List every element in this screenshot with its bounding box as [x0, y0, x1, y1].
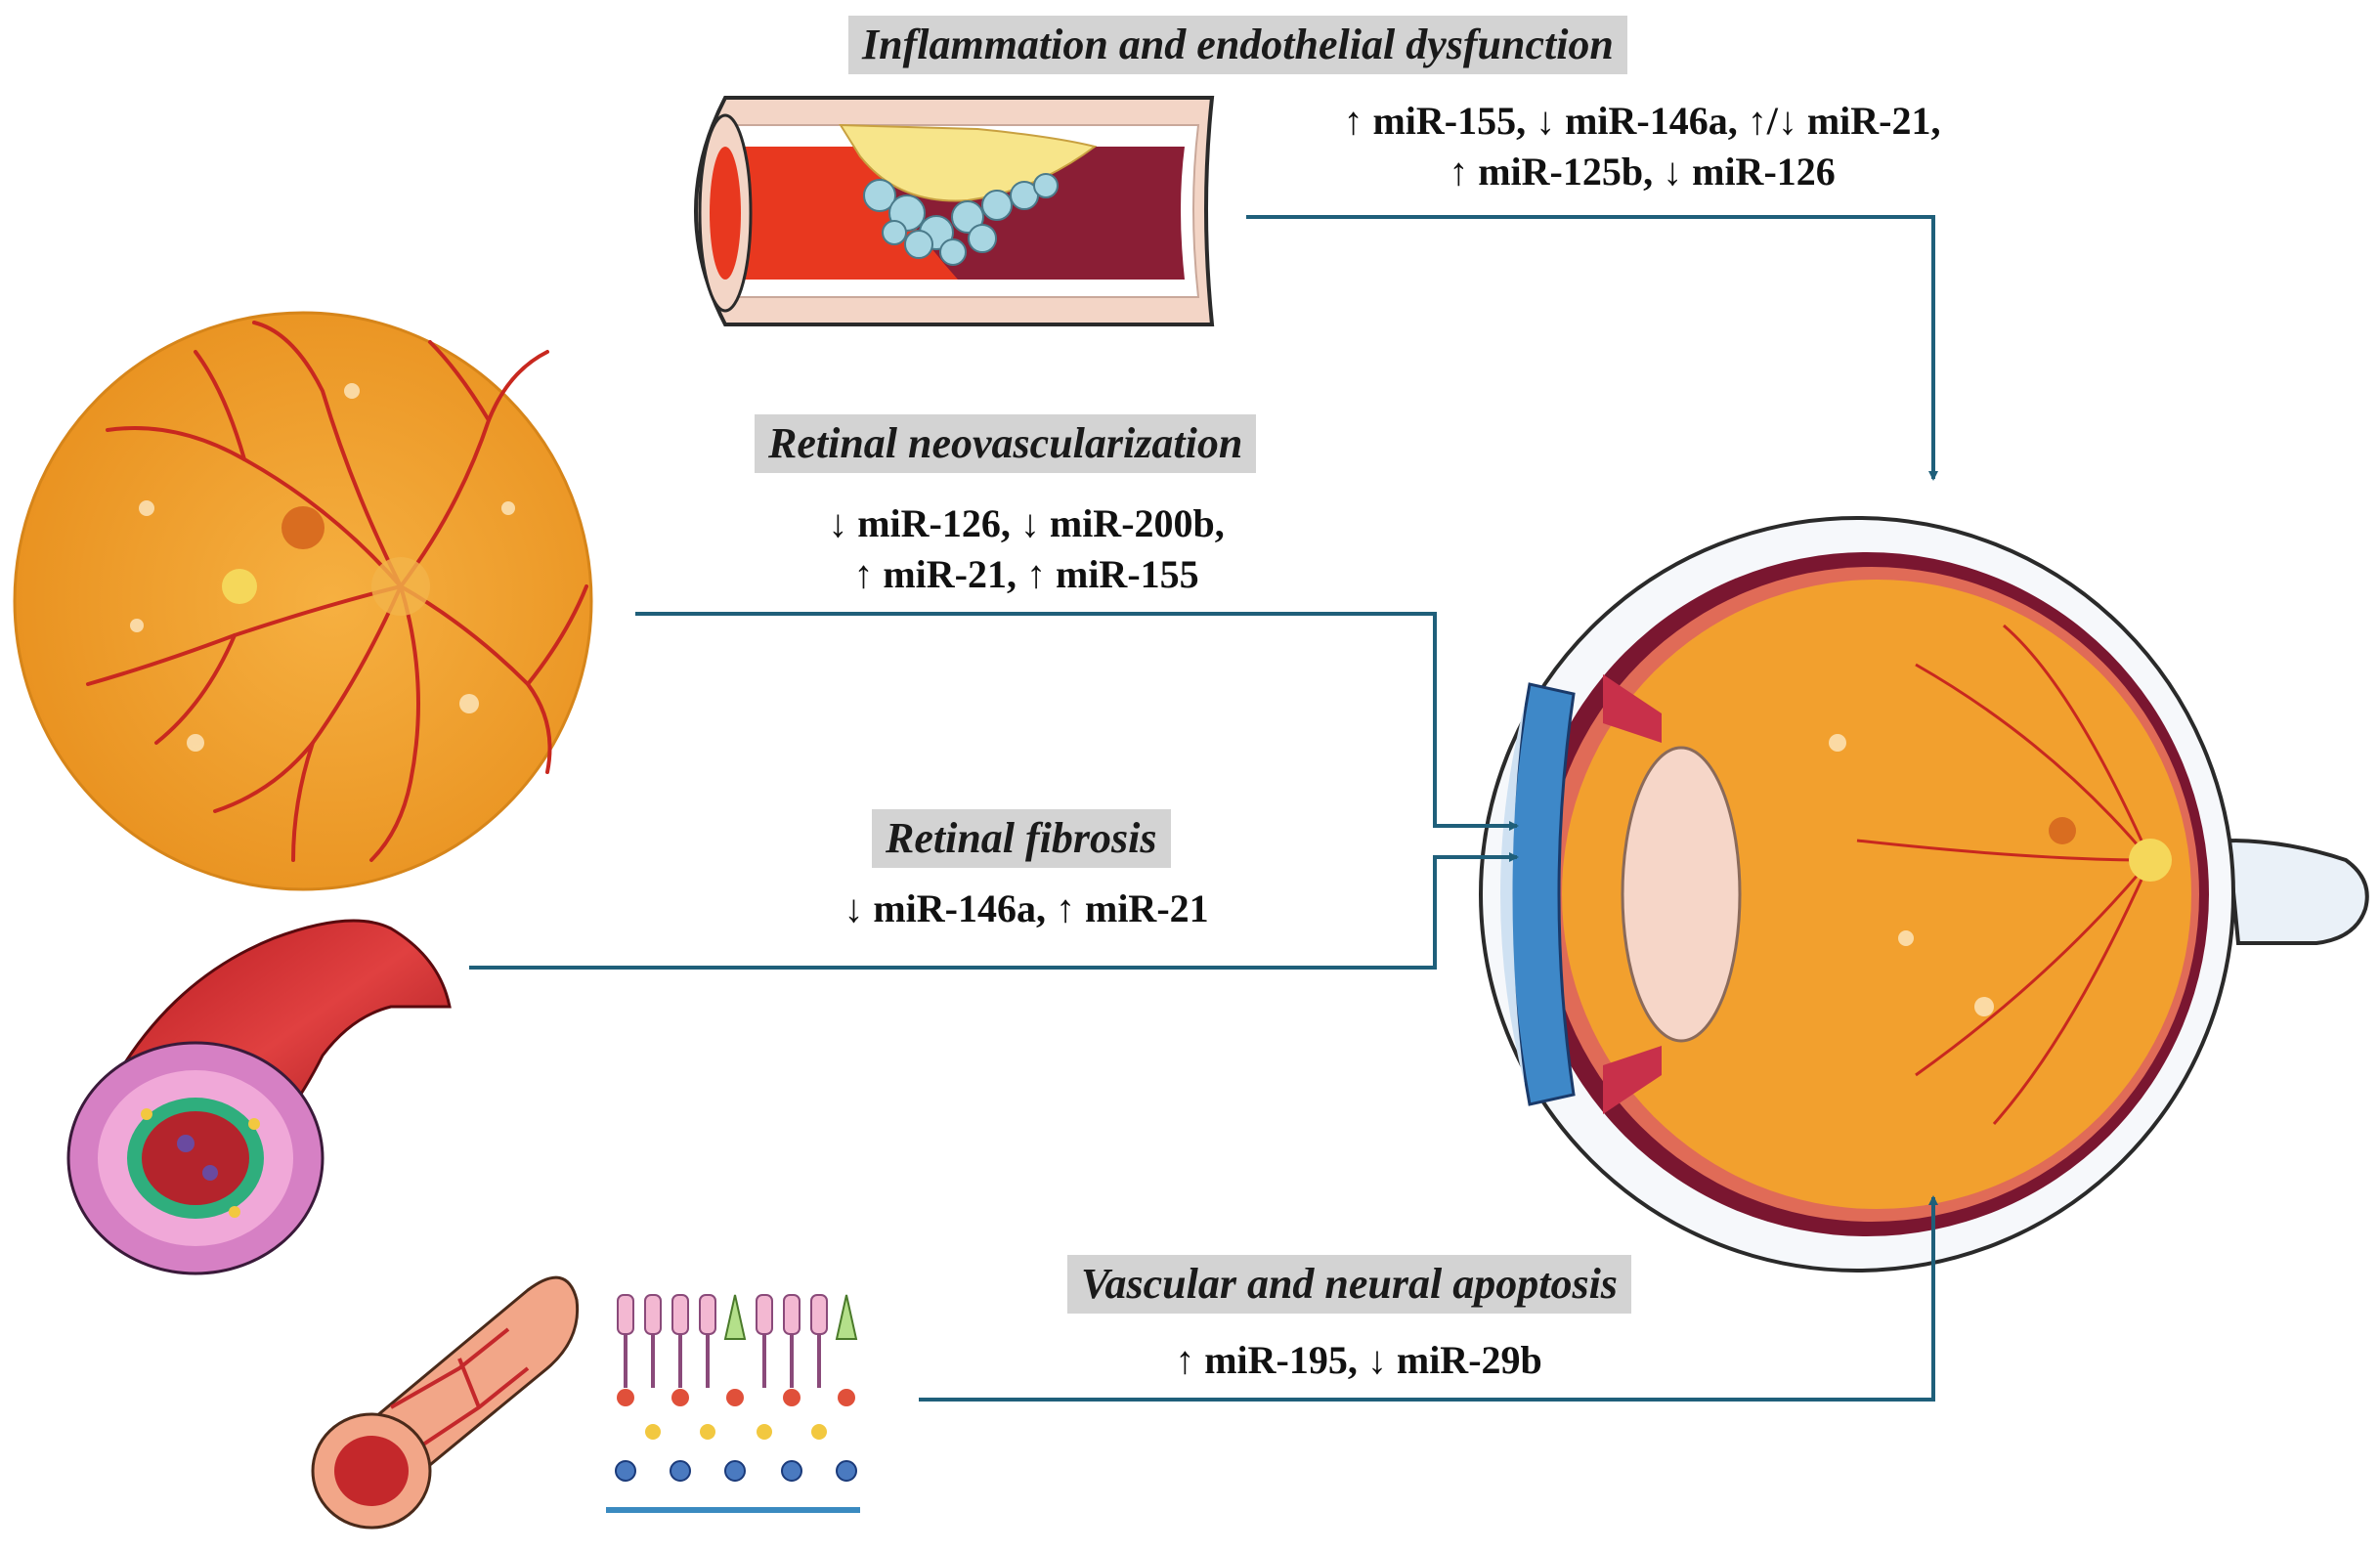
mirna-list-fibrosis: ↓ miR-146a, ↑ miR-21 [772, 884, 1280, 934]
mirna-line: ↓ miR-146a, ↑ miR-21 [844, 886, 1209, 930]
retina-layers-icon [606, 1294, 860, 1513]
pathway-title-neovascularization: Retinal neovascularization [755, 414, 1257, 473]
arrow-apoptosis [919, 1195, 1938, 1402]
mirna-line: ↑ miR-21, ↑ miR-155 [853, 552, 1199, 596]
mirna-line: ↑ miR-195, ↓ miR-29b [1175, 1338, 1542, 1382]
mirna-line: ↑ miR-125b, ↓ miR-126 [1449, 150, 1836, 194]
pathway-title-inflammation: Inflammation and endothelial dysfunction [848, 16, 1627, 74]
retina-fundus-icon [13, 311, 593, 891]
mirna-list-inflammation: ↑ miR-155, ↓ miR-146a, ↑/↓ miR-21, ↑ miR… [1300, 96, 1984, 197]
pathway-title-apoptosis: Vascular and neural apoptosis [1067, 1255, 1631, 1314]
mirna-list-apoptosis: ↑ miR-195, ↓ miR-29b [1104, 1335, 1613, 1386]
connector-arrows [469, 215, 1938, 1402]
eye-cross-section-icon [1479, 516, 2369, 1273]
mirna-line: ↑ miR-155, ↓ miR-146a, ↑/↓ miR-21, [1343, 99, 1941, 143]
arrow-neovascularization [635, 612, 1519, 831]
blood-vessel-cross-section-icon [66, 919, 452, 1275]
arrow-fibrosis [469, 852, 1519, 970]
pathway-title-fibrosis: Retinal fibrosis [872, 809, 1171, 868]
mirna-line: ↓ miR-126, ↓ miR-200b, [828, 501, 1225, 545]
arrow-inflammation [1246, 215, 1938, 481]
artery-plaque-icon [694, 96, 1215, 326]
mirna-list-neovascularization: ↓ miR-126, ↓ miR-200b, ↑ miR-21, ↑ miR-1… [772, 498, 1280, 600]
capillary-icon [311, 1275, 580, 1530]
